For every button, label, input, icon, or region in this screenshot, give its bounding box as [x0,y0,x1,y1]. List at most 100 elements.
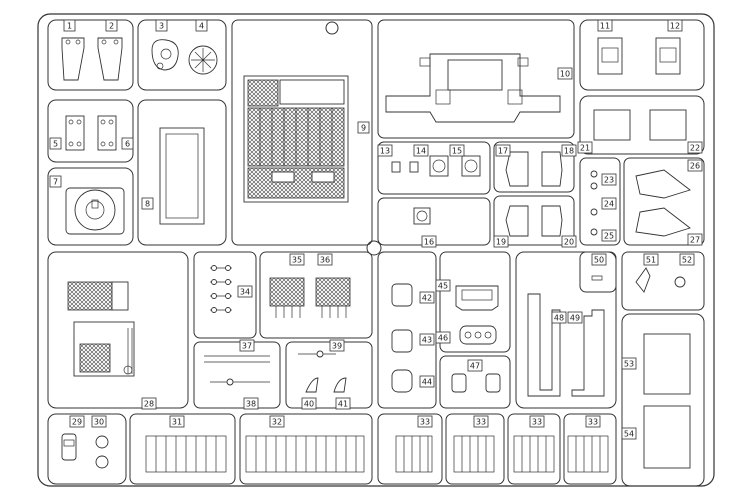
part-number-text: 22 [690,144,700,153]
part-number-text: 33 [420,418,430,427]
label-8: 8 [141,197,154,210]
part-31 [145,435,227,473]
part-39 [298,350,336,358]
part-12 [655,37,681,75]
part-number-text: 31 [172,418,182,427]
part-number-text: 50 [594,256,604,265]
part-47 [451,373,501,393]
label-45: 45 [435,279,451,292]
part-number-text: 46 [438,334,448,343]
part-21 [593,109,631,141]
part-number-text: 48 [554,314,564,323]
part-number-text: 54 [624,430,634,439]
label-38: 38 [243,397,259,410]
part-number-text: 33 [476,418,486,427]
part-number-text: 19 [496,238,506,247]
part-number-text: 34 [240,288,250,297]
part-37 [204,355,270,363]
label-22: 22 [687,141,703,154]
part-number-text: 42 [422,294,432,303]
part-number-text: 17 [498,147,508,156]
part-number-text: 39 [332,342,342,351]
label-21: 21 [577,141,593,154]
label-54: 54 [621,427,637,440]
part-13 [391,161,401,173]
part-number-text: 14 [416,147,426,156]
part-number-text: 38 [246,400,256,409]
label-14: 14 [413,144,429,157]
label-46: 46 [435,331,451,344]
part-19 [505,205,529,237]
part-42 [391,283,413,307]
part-4 [188,45,218,75]
part-50 [591,275,603,281]
label-27: 27 [687,233,703,246]
part-51 [635,267,651,293]
part-number-text: 11 [600,22,610,31]
part-number-text: 15 [452,147,462,156]
part-26 [635,169,691,199]
part-number-text: 41 [338,400,348,409]
part-1 [61,37,85,81]
part-27 [635,207,691,237]
part-number-text: 49 [570,314,580,323]
label-7: 7 [49,175,62,188]
part-28 [67,281,135,377]
part-number-text: 4 [199,22,204,31]
part-number-text: 26 [690,162,700,171]
label-17: 17 [495,144,511,157]
label-33b: 33 [473,415,489,428]
part-17 [505,151,529,187]
part-48 [527,293,561,397]
label-37: 37 [239,339,255,352]
label-33a: 33 [417,415,433,428]
part-number-text: 30 [94,418,104,427]
part-46 [459,325,497,345]
label-36: 36 [317,253,333,266]
label-24: 24 [601,197,617,210]
part-23 [590,170,598,190]
label-23: 23 [601,173,617,186]
part-54 [643,405,691,469]
part-number-text: 47 [470,362,480,371]
part-40 [305,377,319,393]
label-50: 50 [591,253,607,266]
part-number-text: 24 [604,200,614,209]
part-15 [429,155,481,177]
part-number-text: 6 [125,140,130,149]
part-number-text: 21 [580,144,590,153]
part-29 [61,433,77,461]
label-9: 9 [357,121,370,134]
part-43 [391,329,413,353]
label-19: 19 [493,235,509,248]
part-16 [413,207,431,225]
part-52 [674,276,686,288]
part-2 [97,37,123,81]
part-11 [597,37,623,75]
part-18 [541,151,563,187]
label-35: 35 [289,253,305,266]
part-49 [571,309,605,397]
part-number-text: 52 [682,256,692,265]
label-39: 39 [329,339,345,352]
part-number-text: 33 [532,418,542,427]
part-number-text: 29 [72,418,82,427]
part-number-text: 44 [422,378,432,387]
part-number-text: 28 [144,400,154,409]
label-13: 13 [377,144,393,157]
part-33 [395,435,609,473]
part-36 [315,277,351,318]
part-30 [95,435,109,469]
runners [47,19,705,487]
label-28: 28 [141,397,157,410]
label-42: 42 [419,291,435,304]
label-4: 4 [195,19,208,32]
part-10 [385,53,561,123]
label-11: 11 [597,19,613,32]
part-6 [97,115,117,151]
label-32: 32 [269,415,285,428]
label-53: 53 [621,357,637,370]
part-20 [541,205,563,237]
sprue-frame [37,13,715,487]
